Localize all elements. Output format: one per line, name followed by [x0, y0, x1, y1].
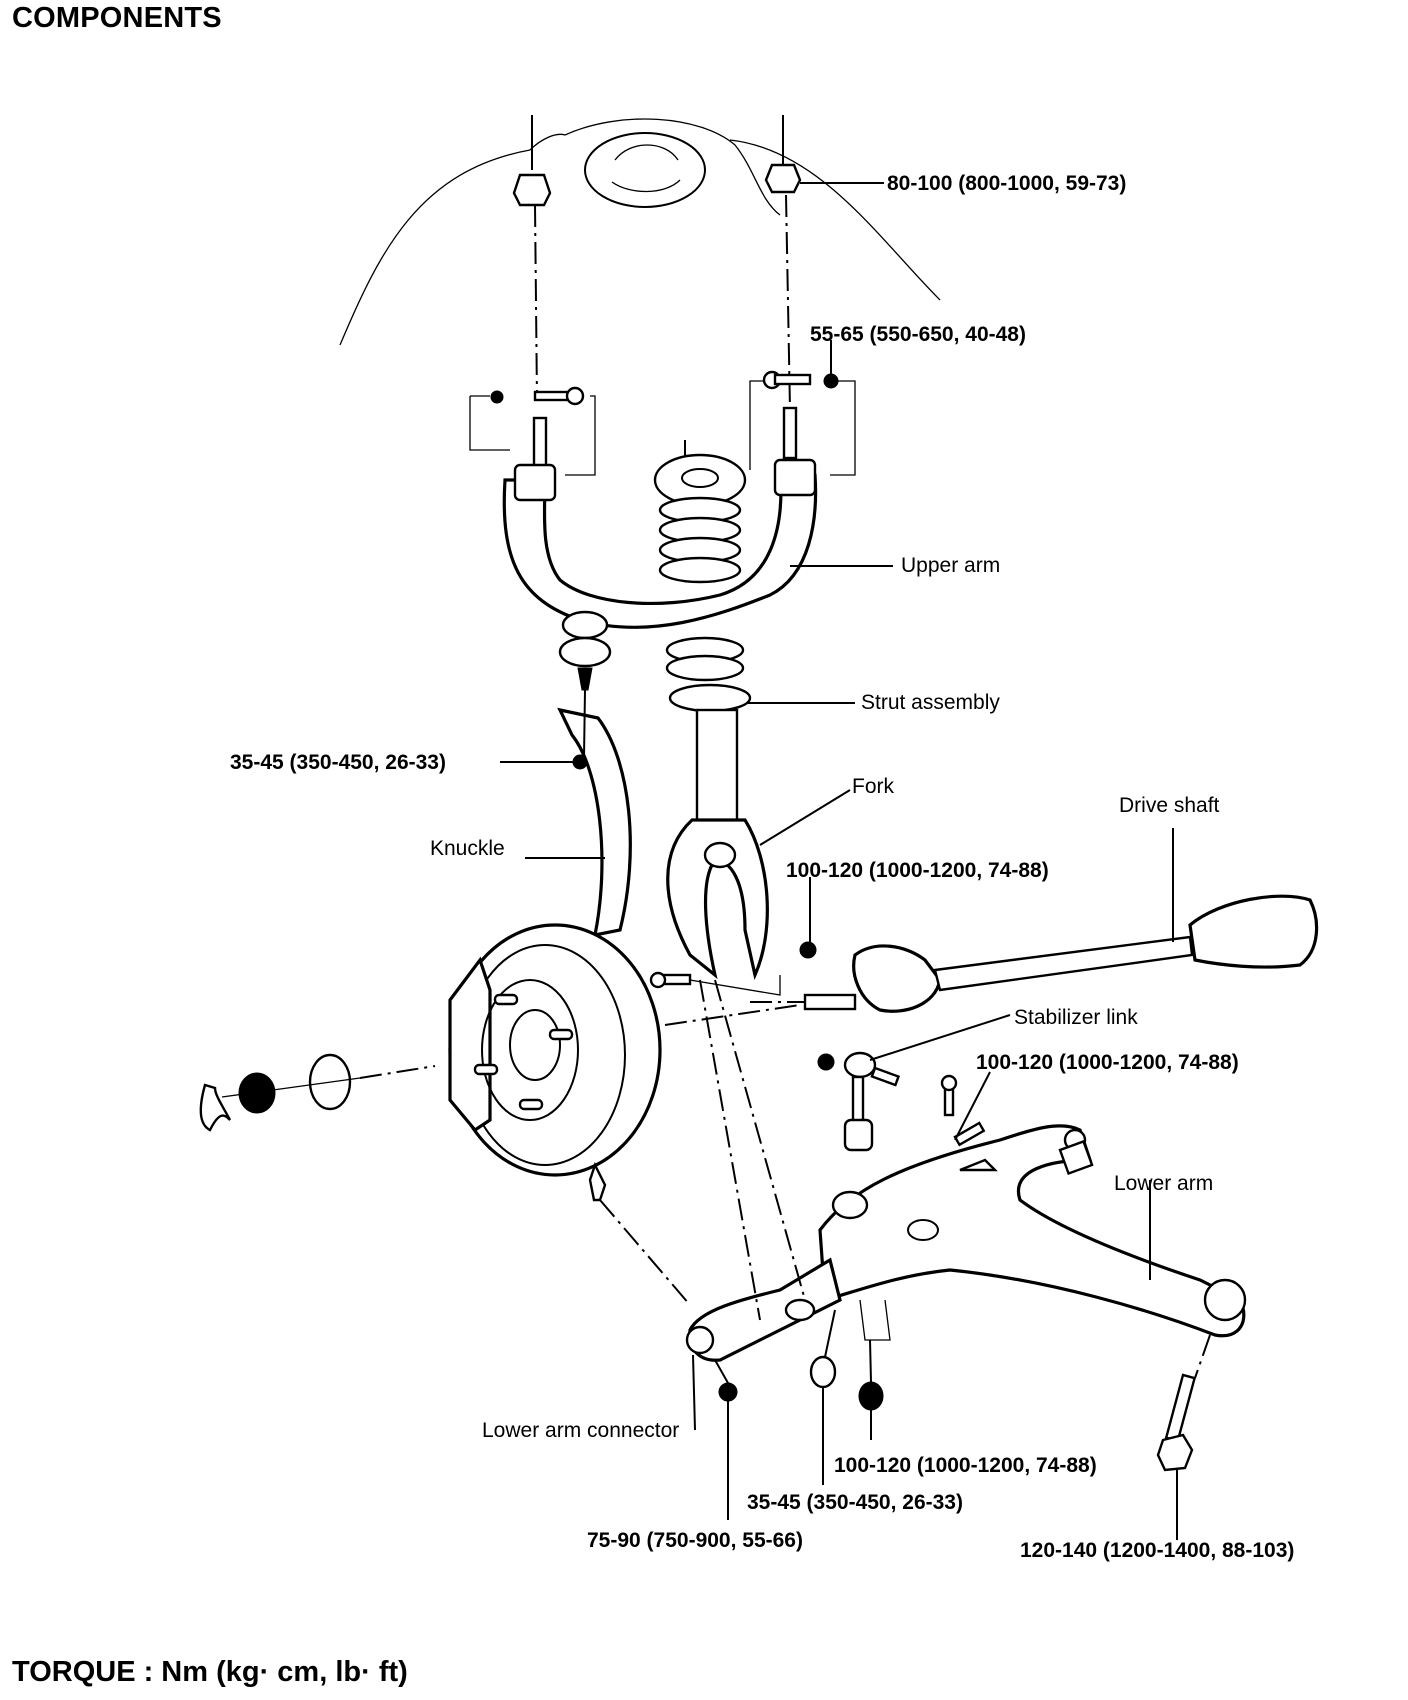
- torque-fork-nut: 100-120 (1000-1200, 74-88): [786, 859, 1049, 882]
- label-strut-assembly: Strut assembly: [861, 691, 1000, 714]
- torque-lower-arm-nut: 100-120 (1000-1200, 74-88): [834, 1454, 1097, 1477]
- stabilizer-link: [817, 1014, 1011, 1152]
- knuckle: [500, 689, 632, 938]
- label-drive-shaft: Drive shaft: [1119, 794, 1220, 817]
- page-title: COMPONENTS: [12, 2, 222, 34]
- label-upper-arm: Upper arm: [901, 554, 1001, 577]
- torque-upper-arm-bolt: 55-65 (550-650, 40-48): [810, 323, 1026, 346]
- strut-assembly: [653, 440, 855, 981]
- torque-connector-nut: 35-45 (350-450, 26-33): [747, 1491, 963, 1514]
- lower-arm-connector: [685, 979, 842, 1362]
- bottom-fasteners: [692, 1309, 1211, 1540]
- label-lower-arm-connector: Lower arm connector: [482, 1419, 680, 1442]
- label-fork: Fork: [852, 775, 894, 798]
- label-stabilizer-link: Stabilizer link: [1014, 1006, 1138, 1029]
- torque-strut-top-nut: 80-100 (800-1000, 59-73): [887, 172, 1127, 195]
- axle-nut-washer-pin: [199, 1004, 801, 1132]
- strut-top-nut-right: [764, 115, 884, 411]
- torque-upper-ball-joint-nut: 35-45 (350-450, 26-33): [230, 751, 446, 774]
- torque-lower-arm-connector-nut: 75-90 (750-900, 55-66): [587, 1529, 803, 1552]
- upper-arm-bolts: [469, 340, 856, 476]
- torque-stabilizer-link-nut: 100-120 (1000-1200, 74-88): [976, 1051, 1239, 1074]
- fork-fasteners: [649, 877, 817, 996]
- strut-top-nut-left: [512, 115, 552, 401]
- drive-shaft: [750, 828, 1319, 1013]
- label-knuckle: Knuckle: [430, 837, 505, 860]
- upper-arm: [502, 458, 893, 691]
- torque-units-legend: TORQUE : Nm (kg· cm, lb· ft): [12, 1656, 408, 1688]
- hub-disc: [448, 923, 691, 1306]
- lower-arm: [818, 1071, 1247, 1341]
- strut-tower: [339, 118, 941, 346]
- label-lower-arm: Lower arm: [1114, 1172, 1214, 1195]
- torque-lower-arm-bolt: 120-140 (1200-1400, 88-103): [1020, 1539, 1295, 1562]
